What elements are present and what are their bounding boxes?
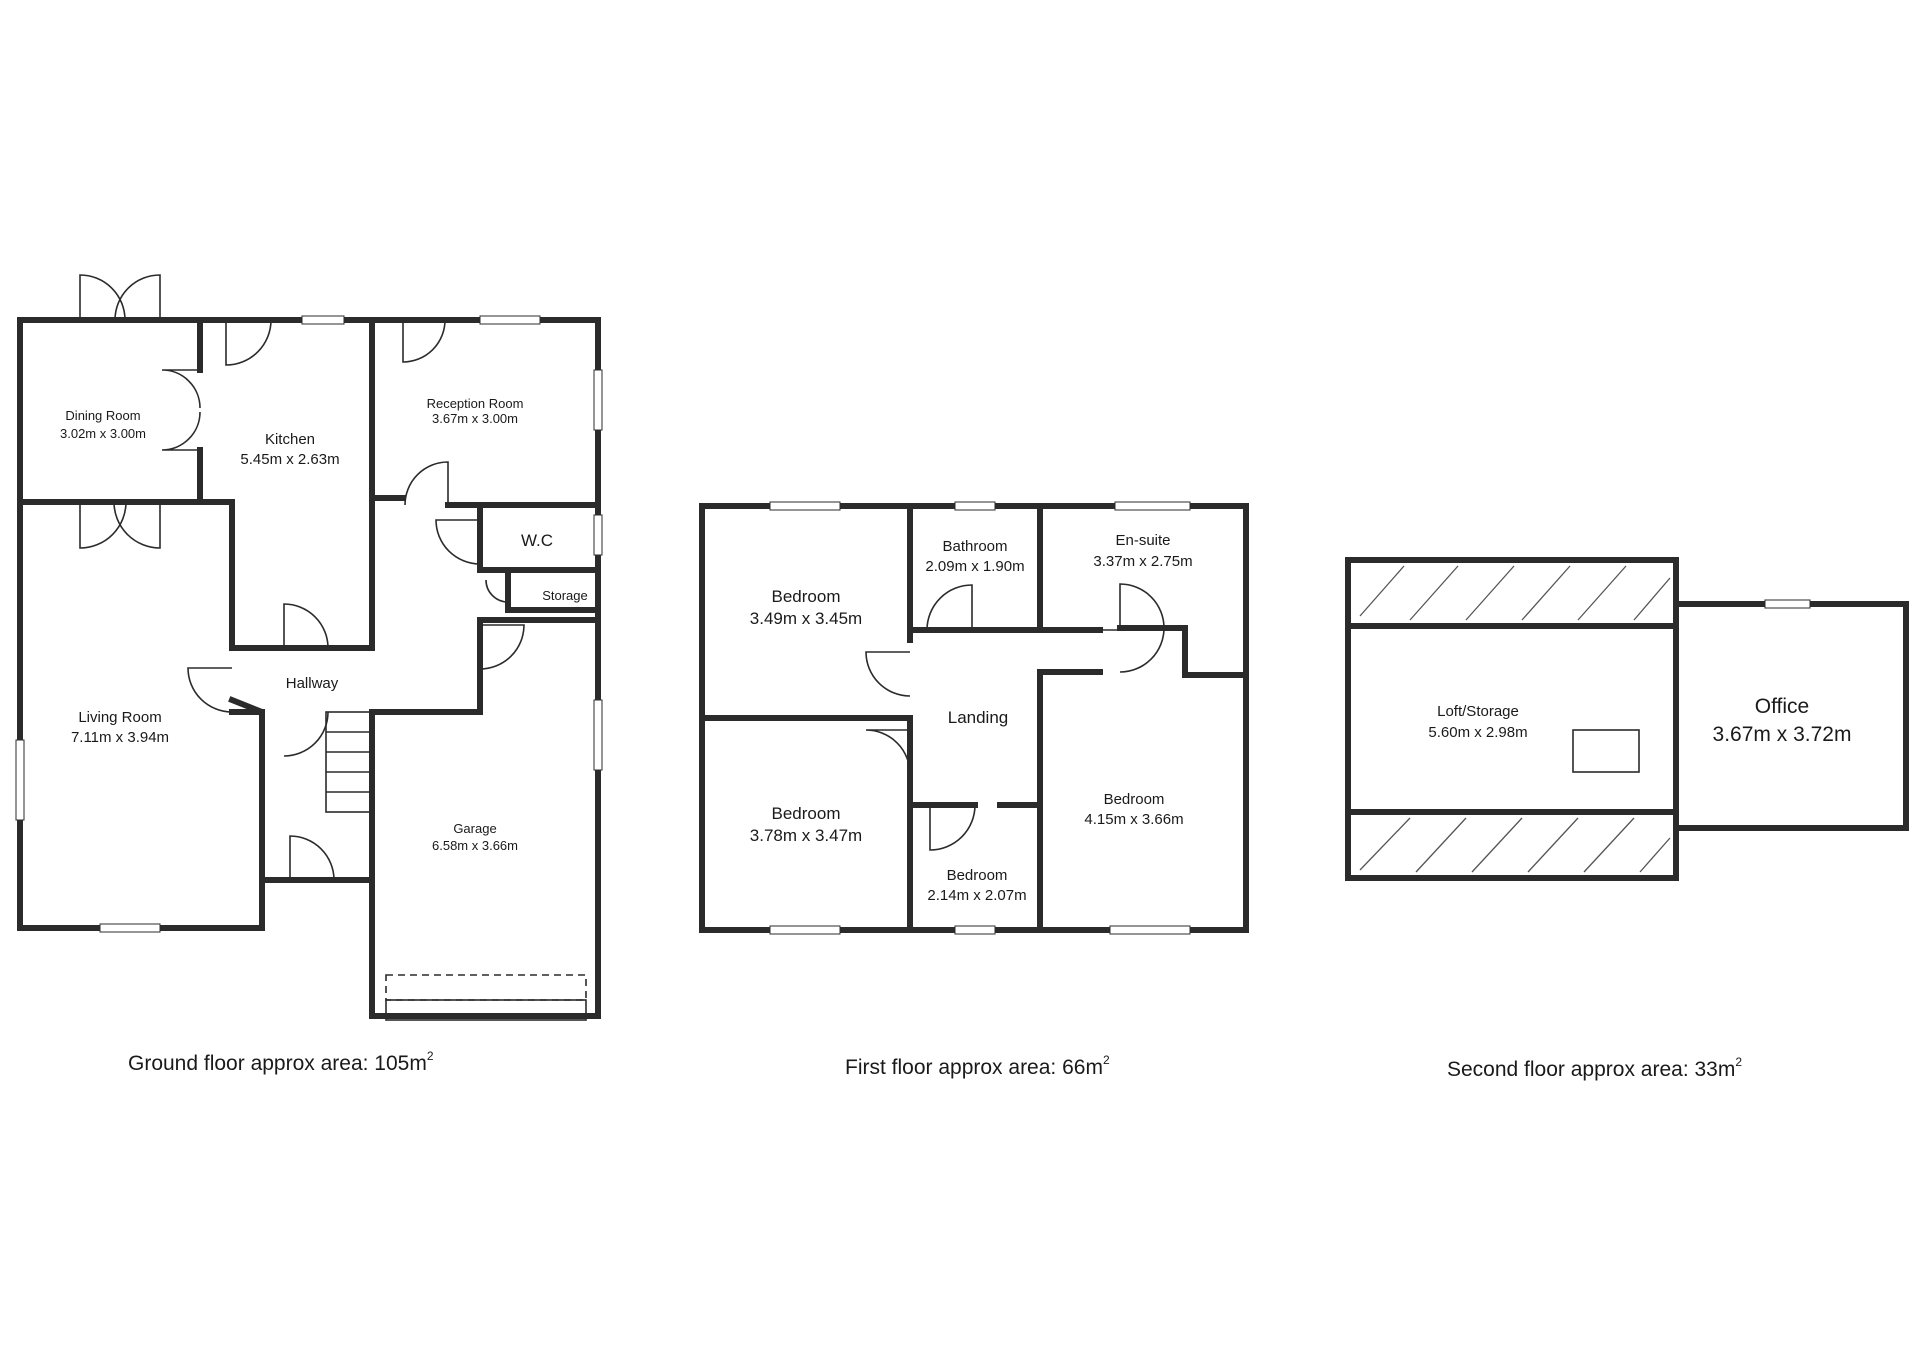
bedroom-2-size: 3.78m x 3.47m	[750, 826, 862, 845]
bedroom-1-label: Bedroom	[772, 587, 841, 606]
second-floor-plan: Loft/Storage 5.60m x 2.98m Office 3.67m …	[1345, 557, 1909, 1081]
office-size: 3.67m x 3.72m	[1713, 723, 1852, 746]
bedroom-4-size: 2.14m x 2.07m	[927, 887, 1026, 904]
kitchen-size: 5.45m x 2.63m	[240, 451, 339, 468]
first-floor-plan: Bedroom 3.49m x 3.45m Bathroom 2.09m x 1…	[699, 501, 1249, 1079]
second-floor-labels: Loft/Storage 5.60m x 2.98m Office 3.67m …	[1428, 695, 1851, 746]
bedroom-4-label: Bedroom	[947, 867, 1008, 884]
hallway-label: Hallway	[286, 675, 339, 692]
office-label: Office	[1755, 695, 1809, 718]
first-floor-windows	[769, 501, 1191, 935]
dining-room-label: Dining Room	[65, 408, 140, 423]
kitchen-label: Kitchen	[265, 431, 315, 448]
reception-room-label: Reception Room	[427, 396, 524, 411]
living-room-size: 7.11m x 3.94m	[71, 729, 169, 746]
office-window	[1764, 599, 1811, 609]
bedroom-3-size: 4.15m x 3.66m	[1084, 811, 1183, 828]
ground-floor-windows	[15, 315, 603, 933]
ground-floor-labels: Dining Room 3.02m x 3.00m Kitchen 5.45m …	[60, 396, 588, 853]
bathroom-label: Bathroom	[942, 538, 1007, 555]
bedroom-1-size: 3.49m x 3.45m	[750, 609, 862, 628]
en-suite-label: En-suite	[1115, 532, 1170, 549]
garage-size: 6.58m x 3.66m	[432, 838, 518, 853]
landing-label: Landing	[948, 708, 1009, 727]
loft-storage-size: 5.60m x 2.98m	[1428, 724, 1527, 741]
en-suite-size: 3.37m x 2.75m	[1093, 553, 1192, 570]
ground-floor-plan: Dining Room 3.02m x 3.00m Kitchen 5.45m …	[15, 274, 603, 1075]
ground-floor-area-caption: Ground floor approx area: 105m2	[128, 1049, 434, 1075]
first-floor-area-caption: First floor approx area: 66m2	[845, 1053, 1110, 1079]
second-floor-area-caption: Second floor approx area: 33m2	[1447, 1055, 1742, 1081]
bedroom-3-label: Bedroom	[1104, 791, 1165, 808]
bedroom-2-label: Bedroom	[772, 804, 841, 823]
first-floor-labels: Bedroom 3.49m x 3.45m Bathroom 2.09m x 1…	[750, 532, 1193, 904]
eaves-hatching	[1359, 565, 1671, 873]
reception-room-size: 3.67m x 3.00m	[432, 411, 518, 426]
storage-label: Storage	[542, 588, 588, 603]
second-floor-walls	[1345, 557, 1909, 881]
living-room-label: Living Room	[78, 709, 161, 726]
garage-label: Garage	[453, 821, 496, 836]
wc-label: W.C	[521, 531, 553, 550]
first-floor-doors	[865, 583, 1165, 851]
dining-room-size: 3.02m x 3.00m	[60, 426, 146, 441]
ground-floor-stairs	[325, 711, 373, 813]
ground-floor-walls	[17, 317, 601, 1019]
garage-door	[385, 974, 587, 1021]
ground-floor-doors	[79, 274, 525, 881]
loft-storage-label: Loft/Storage	[1437, 703, 1519, 720]
bathroom-size: 2.09m x 1.90m	[925, 558, 1024, 575]
loft-hatch	[1572, 729, 1640, 773]
